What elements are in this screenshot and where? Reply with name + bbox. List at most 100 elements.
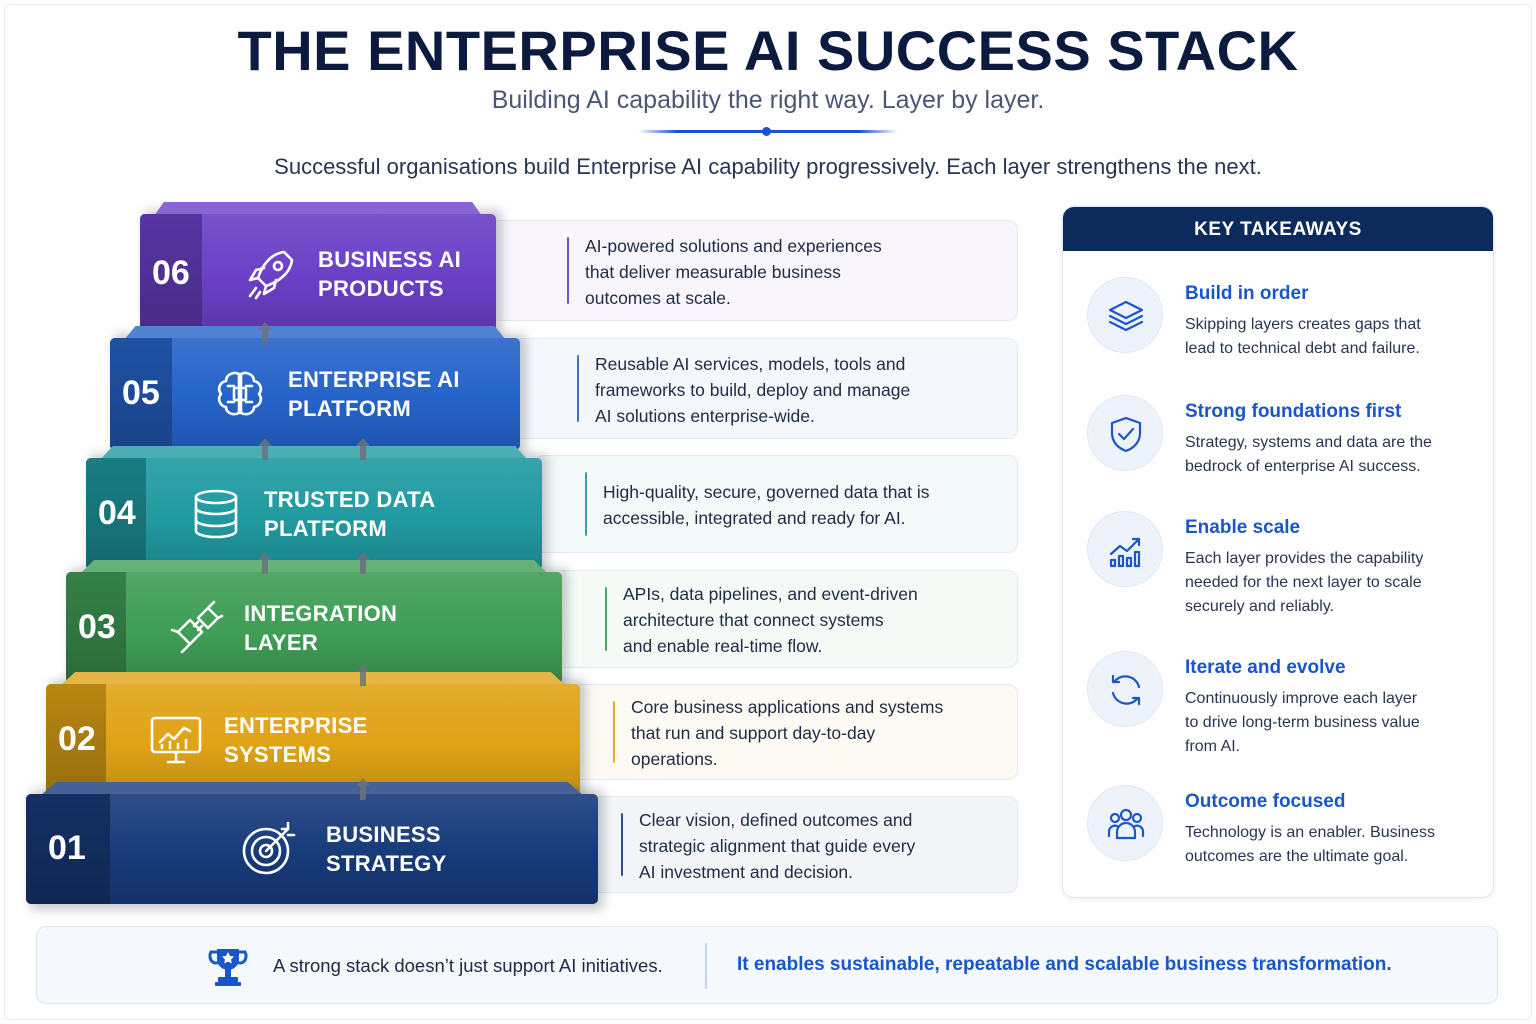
card-divider [613, 701, 615, 763]
takeaway-text-line: Continuously improve each layer [1185, 690, 1418, 707]
takeaway-title: Strong foundations first [1185, 401, 1402, 422]
takeaway-title: Build in order [1185, 283, 1309, 304]
card-divider [567, 237, 569, 304]
card-divider [577, 355, 579, 422]
layer-description-line: AI solutions enterprise-wide. [595, 405, 815, 426]
people-group-icon [1087, 785, 1163, 861]
layer-front-face [110, 338, 520, 450]
layer-front-face [46, 684, 580, 796]
layer-label-line: STRATEGY [326, 851, 447, 876]
up-arrow-icon [356, 552, 370, 574]
intro-text: Successful organisations build Enterpris… [274, 154, 1262, 179]
takeaway-title: Outcome focused [1185, 791, 1346, 812]
growth-chart-icon [1087, 511, 1163, 587]
layer-description-line: AI-powered solutions and experiences [585, 235, 882, 256]
takeaway-text-line: to drive long-term business value [1185, 714, 1420, 731]
takeaway-text-line: lead to technical debt and failure. [1185, 340, 1420, 357]
layer-side-face [66, 572, 126, 684]
layer-description-card: AI-powered solutions and experiences that… [490, 220, 1018, 321]
shield-check-icon [1087, 395, 1163, 471]
layer-description-line: APIs, data pipelines, and event-driven [623, 584, 918, 604]
layer-description-card: High-quality, secure, governed data that… [534, 455, 1018, 553]
layer-number: 06 [152, 254, 190, 292]
layer-side-face [86, 458, 146, 570]
layer-label-line: INTEGRATION [244, 601, 398, 626]
layer-front-face [86, 458, 542, 570]
layer-label-line: ENTERPRISE AI [288, 367, 460, 392]
layers-icon [1087, 277, 1163, 353]
layer-description-line: that run and support day-to-day [631, 723, 876, 743]
takeaway-text-line: Technology is an enabler. Business [1185, 824, 1435, 841]
layer-label-line: BUSINESS AI [318, 247, 462, 272]
takeaway-text-line: bedrock of enterprise AI success. [1185, 458, 1421, 475]
up-arrow-icon [258, 552, 272, 574]
takeaway-text-line: securely and reliably. [1185, 598, 1335, 615]
footer-left-text: A strong stack doesn’t just support AI i… [273, 955, 663, 976]
layer-label-line: BUSINESS [326, 822, 441, 847]
layer-description-line: strategic alignment that guide every [639, 835, 916, 856]
target-icon [238, 819, 298, 879]
layer-description-line: that deliver measurable business [585, 261, 841, 282]
layer-label-line: SYSTEMS [224, 742, 332, 767]
refresh-cycle-icon [1087, 651, 1163, 727]
layer-top-face [100, 446, 528, 460]
layer-description-line: Clear vision, defined outcomes and [639, 809, 913, 830]
layer-side-face [46, 684, 106, 796]
takeaway-text-line: Each layer provides the capability [1185, 550, 1424, 567]
layer-description-line: operations. [631, 749, 718, 769]
plug-icon [166, 598, 226, 658]
up-arrow-icon [258, 438, 272, 460]
database-icon [186, 484, 246, 544]
layer-number: 03 [78, 608, 116, 646]
layer-label-line: PLATFORM [288, 396, 411, 421]
takeaway-text: Continuously improve each layer to drive … [1185, 687, 1475, 759]
footer-right-text: It enables sustainable, repeatable and s… [737, 954, 1392, 975]
layer-description-line: and enable real-time flow. [623, 636, 823, 656]
up-arrow-icon [356, 438, 370, 460]
layer-top-face [154, 202, 482, 216]
layer-number: 02 [58, 720, 96, 758]
up-arrow-icon [356, 664, 370, 686]
layer-front-face [26, 794, 598, 904]
footer-banner: A strong stack doesn’t just support AI i… [36, 926, 1498, 1004]
key-takeaways-heading: KEY TAKEAWAYS [1063, 207, 1493, 251]
layer-description-card: Clear vision, defined outcomes and strate… [590, 796, 1018, 893]
layer-description-line: architecture that connect systems [623, 610, 884, 630]
layer-label-line: PLATFORM [264, 516, 387, 541]
layer-top-face [80, 560, 548, 574]
layer-side-face [140, 214, 202, 334]
monitor-chart-icon [146, 710, 206, 770]
layer-description-line: outcomes at scale. [585, 287, 731, 308]
card-divider [605, 587, 607, 651]
layer-description: AI-powered solutions and experiences that… [585, 233, 882, 311]
takeaway-text-line: Strategy, systems and data are the [1185, 434, 1432, 451]
layer-description-line: accessible, integrated and ready for AI. [603, 508, 906, 528]
takeaway-title: Enable scale [1185, 517, 1301, 538]
takeaway-text-line: from AI. [1185, 738, 1241, 755]
card-divider [585, 472, 587, 536]
page-title: THE ENTERPRISE AI SUCCESS STACK [237, 19, 1299, 82]
layer-number: 04 [98, 494, 136, 532]
takeaway-title: Iterate and evolve [1185, 657, 1346, 678]
layer-label: ENTERPRISE AI PLATFORM [288, 365, 460, 423]
